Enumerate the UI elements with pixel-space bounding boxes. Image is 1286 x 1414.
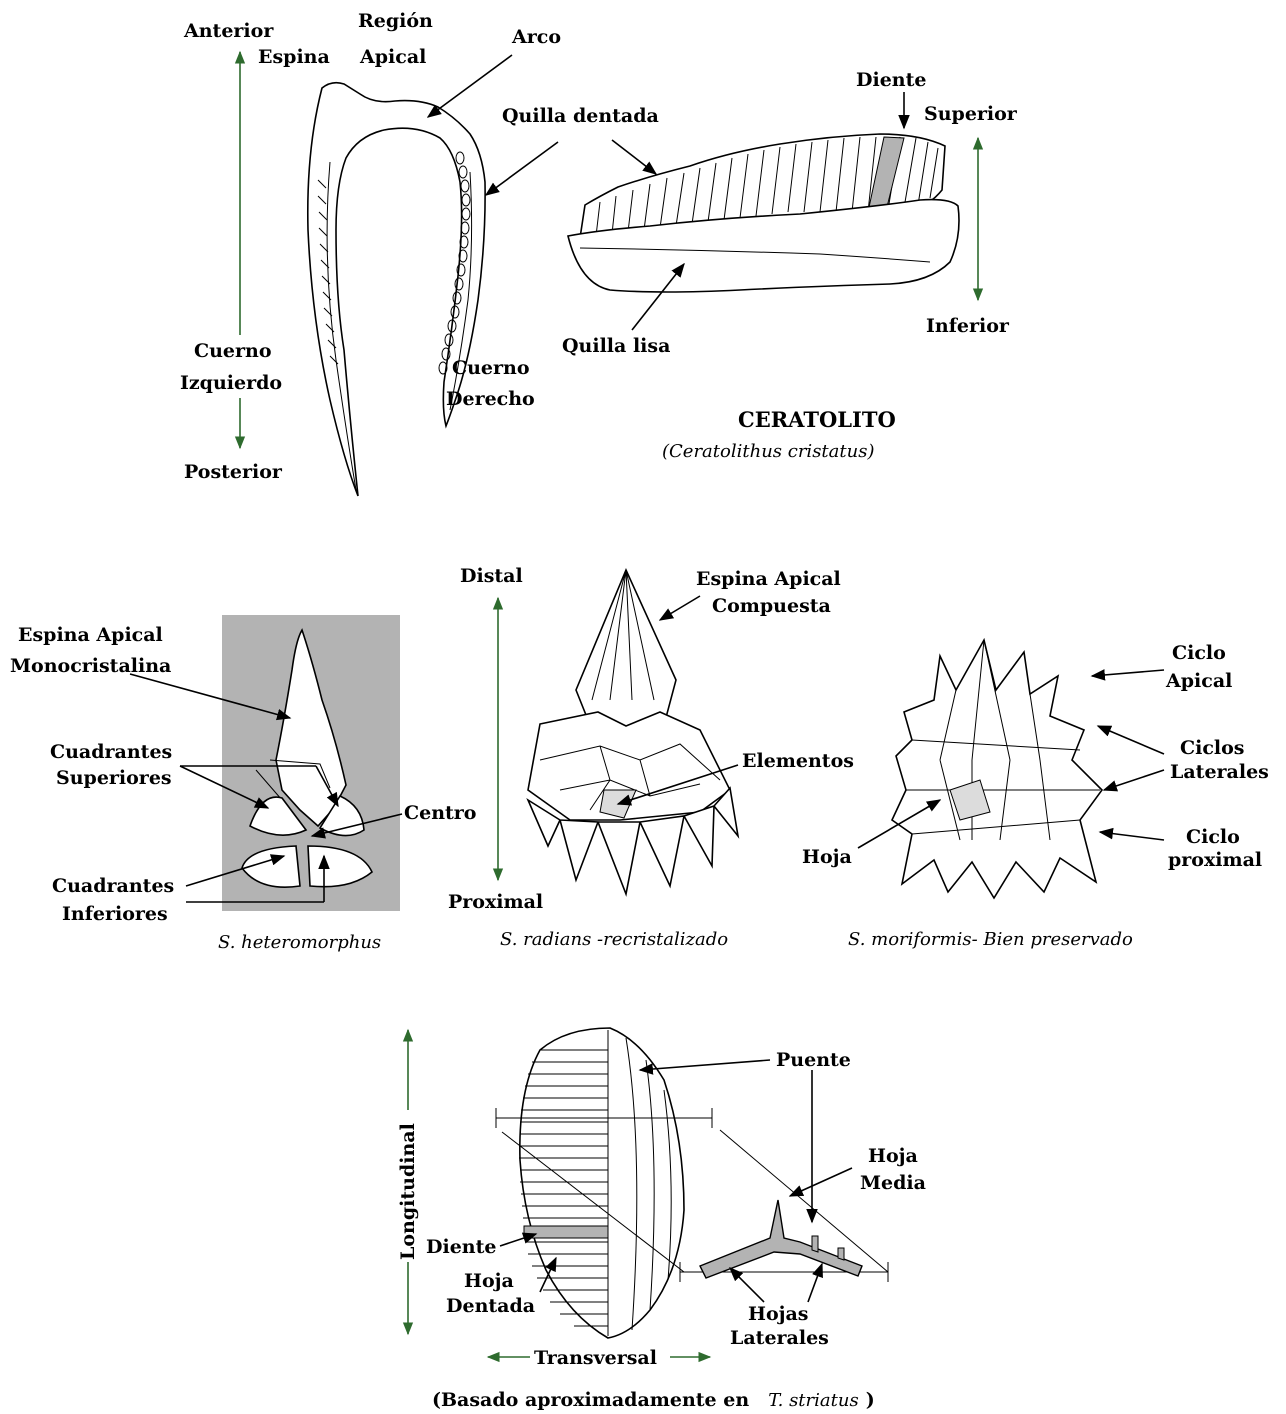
label-arco: Arco xyxy=(511,26,561,48)
label-cuerno-izq-2: Izquierdo xyxy=(180,372,282,394)
label-quilla-dentada: Quilla dentada xyxy=(502,105,659,127)
label-hoja-dent-1: Hoja xyxy=(464,1270,514,1292)
label-anterior: Anterior xyxy=(183,20,274,42)
label-espina-comp-2: Compuesta xyxy=(712,595,831,617)
label-proximal: Proximal xyxy=(448,891,543,913)
label-hoja: Hoja xyxy=(802,846,852,868)
caption-s-heteromorphus: S. heteromorphus xyxy=(218,932,381,953)
label-posterior: Posterior xyxy=(184,461,283,483)
rod-tooth xyxy=(524,1226,608,1238)
caption-species: T. striatus xyxy=(768,1390,858,1411)
label-ciclo-prox-2: proximal xyxy=(1168,849,1262,871)
bottom-caption: (Basado aproximadamente en T. striatus ) xyxy=(432,1389,875,1411)
label-longitudinal: Longitudinal xyxy=(397,1123,419,1260)
label-elementos: Elementos xyxy=(742,750,854,772)
label-ciclo-prox-1: Ciclo xyxy=(1186,826,1240,848)
label-distal: Distal xyxy=(460,565,523,587)
sphenolith-section: Espina Apical Monocristalina Cuadrantes … xyxy=(10,565,1269,953)
label-hoja-media-2: Media xyxy=(860,1172,926,1194)
label-cuad-inf-1: Cuadrantes xyxy=(52,875,174,897)
label-quilla-lisa: Quilla lisa xyxy=(562,335,670,357)
label-region-1: Región xyxy=(358,10,433,32)
s-moriformis-drawing xyxy=(892,640,1102,898)
label-diente-rod: Diente xyxy=(426,1236,496,1258)
label-diente: Diente xyxy=(856,69,926,91)
triquetrorhabdulus-section: Longitudinal xyxy=(397,1028,926,1411)
caption-suffix: ) xyxy=(866,1389,875,1411)
label-ciclo-apical-2: Apical xyxy=(1165,670,1232,692)
label-centro: Centro xyxy=(404,802,476,824)
label-ciclos-lat-2: Laterales xyxy=(1170,761,1269,783)
label-puente: Puente xyxy=(776,1049,851,1071)
label-hojas-lat-2: Laterales xyxy=(730,1327,829,1349)
label-ciclo-apical-1: Ciclo xyxy=(1172,642,1226,664)
s-radians-drawing xyxy=(528,570,738,894)
label-espina-comp-1: Espina Apical xyxy=(696,568,841,590)
ceratolith-horseshoe xyxy=(308,83,485,496)
label-cuerno-izq-1: Cuerno xyxy=(194,340,272,362)
label-cuad-sup-2: Superiores xyxy=(56,767,172,789)
caption-prefix: (Basado aproximadamente en xyxy=(432,1389,749,1411)
caption-s-radians: S. radians -recristalizado xyxy=(500,929,728,950)
label-espina: Espina xyxy=(258,46,330,68)
caption-s-moriformis: S. moriformis- Bien preservado xyxy=(848,929,1133,950)
ceratolith-lateral-view xyxy=(568,134,959,292)
ceratolith-title: CERATOLITO xyxy=(738,407,896,432)
ceratolith-subtitle: (Ceratolithus cristatus) xyxy=(662,441,874,462)
label-cuerno-der-1: Cuerno xyxy=(452,357,530,379)
cross-section-drawing xyxy=(680,1200,888,1282)
rod-drawing xyxy=(496,1028,888,1338)
label-ciclos-lat-1: Ciclos xyxy=(1180,737,1245,759)
label-hoja-dent-2: Dentada xyxy=(446,1295,535,1317)
label-espina-mono-1: Espina Apical xyxy=(18,624,163,646)
label-hojas-lat-1: Hojas xyxy=(748,1303,809,1325)
label-cuad-inf-2: Inferiores xyxy=(62,903,168,925)
label-cuerno-der-2: Derecho xyxy=(446,388,535,410)
label-region-2: Apical xyxy=(359,46,426,68)
ceratolith-section: Anterior Espina Región Apical Arco Quill… xyxy=(180,10,1018,496)
label-cuad-sup-1: Cuadrantes xyxy=(50,741,172,763)
label-espina-mono-2: Monocristalina xyxy=(10,655,171,677)
label-hoja-media-1: Hoja xyxy=(868,1145,918,1167)
label-inferior: Inferior xyxy=(926,315,1010,337)
label-transversal: Transversal xyxy=(534,1347,657,1369)
label-superior: Superior xyxy=(924,103,1018,125)
